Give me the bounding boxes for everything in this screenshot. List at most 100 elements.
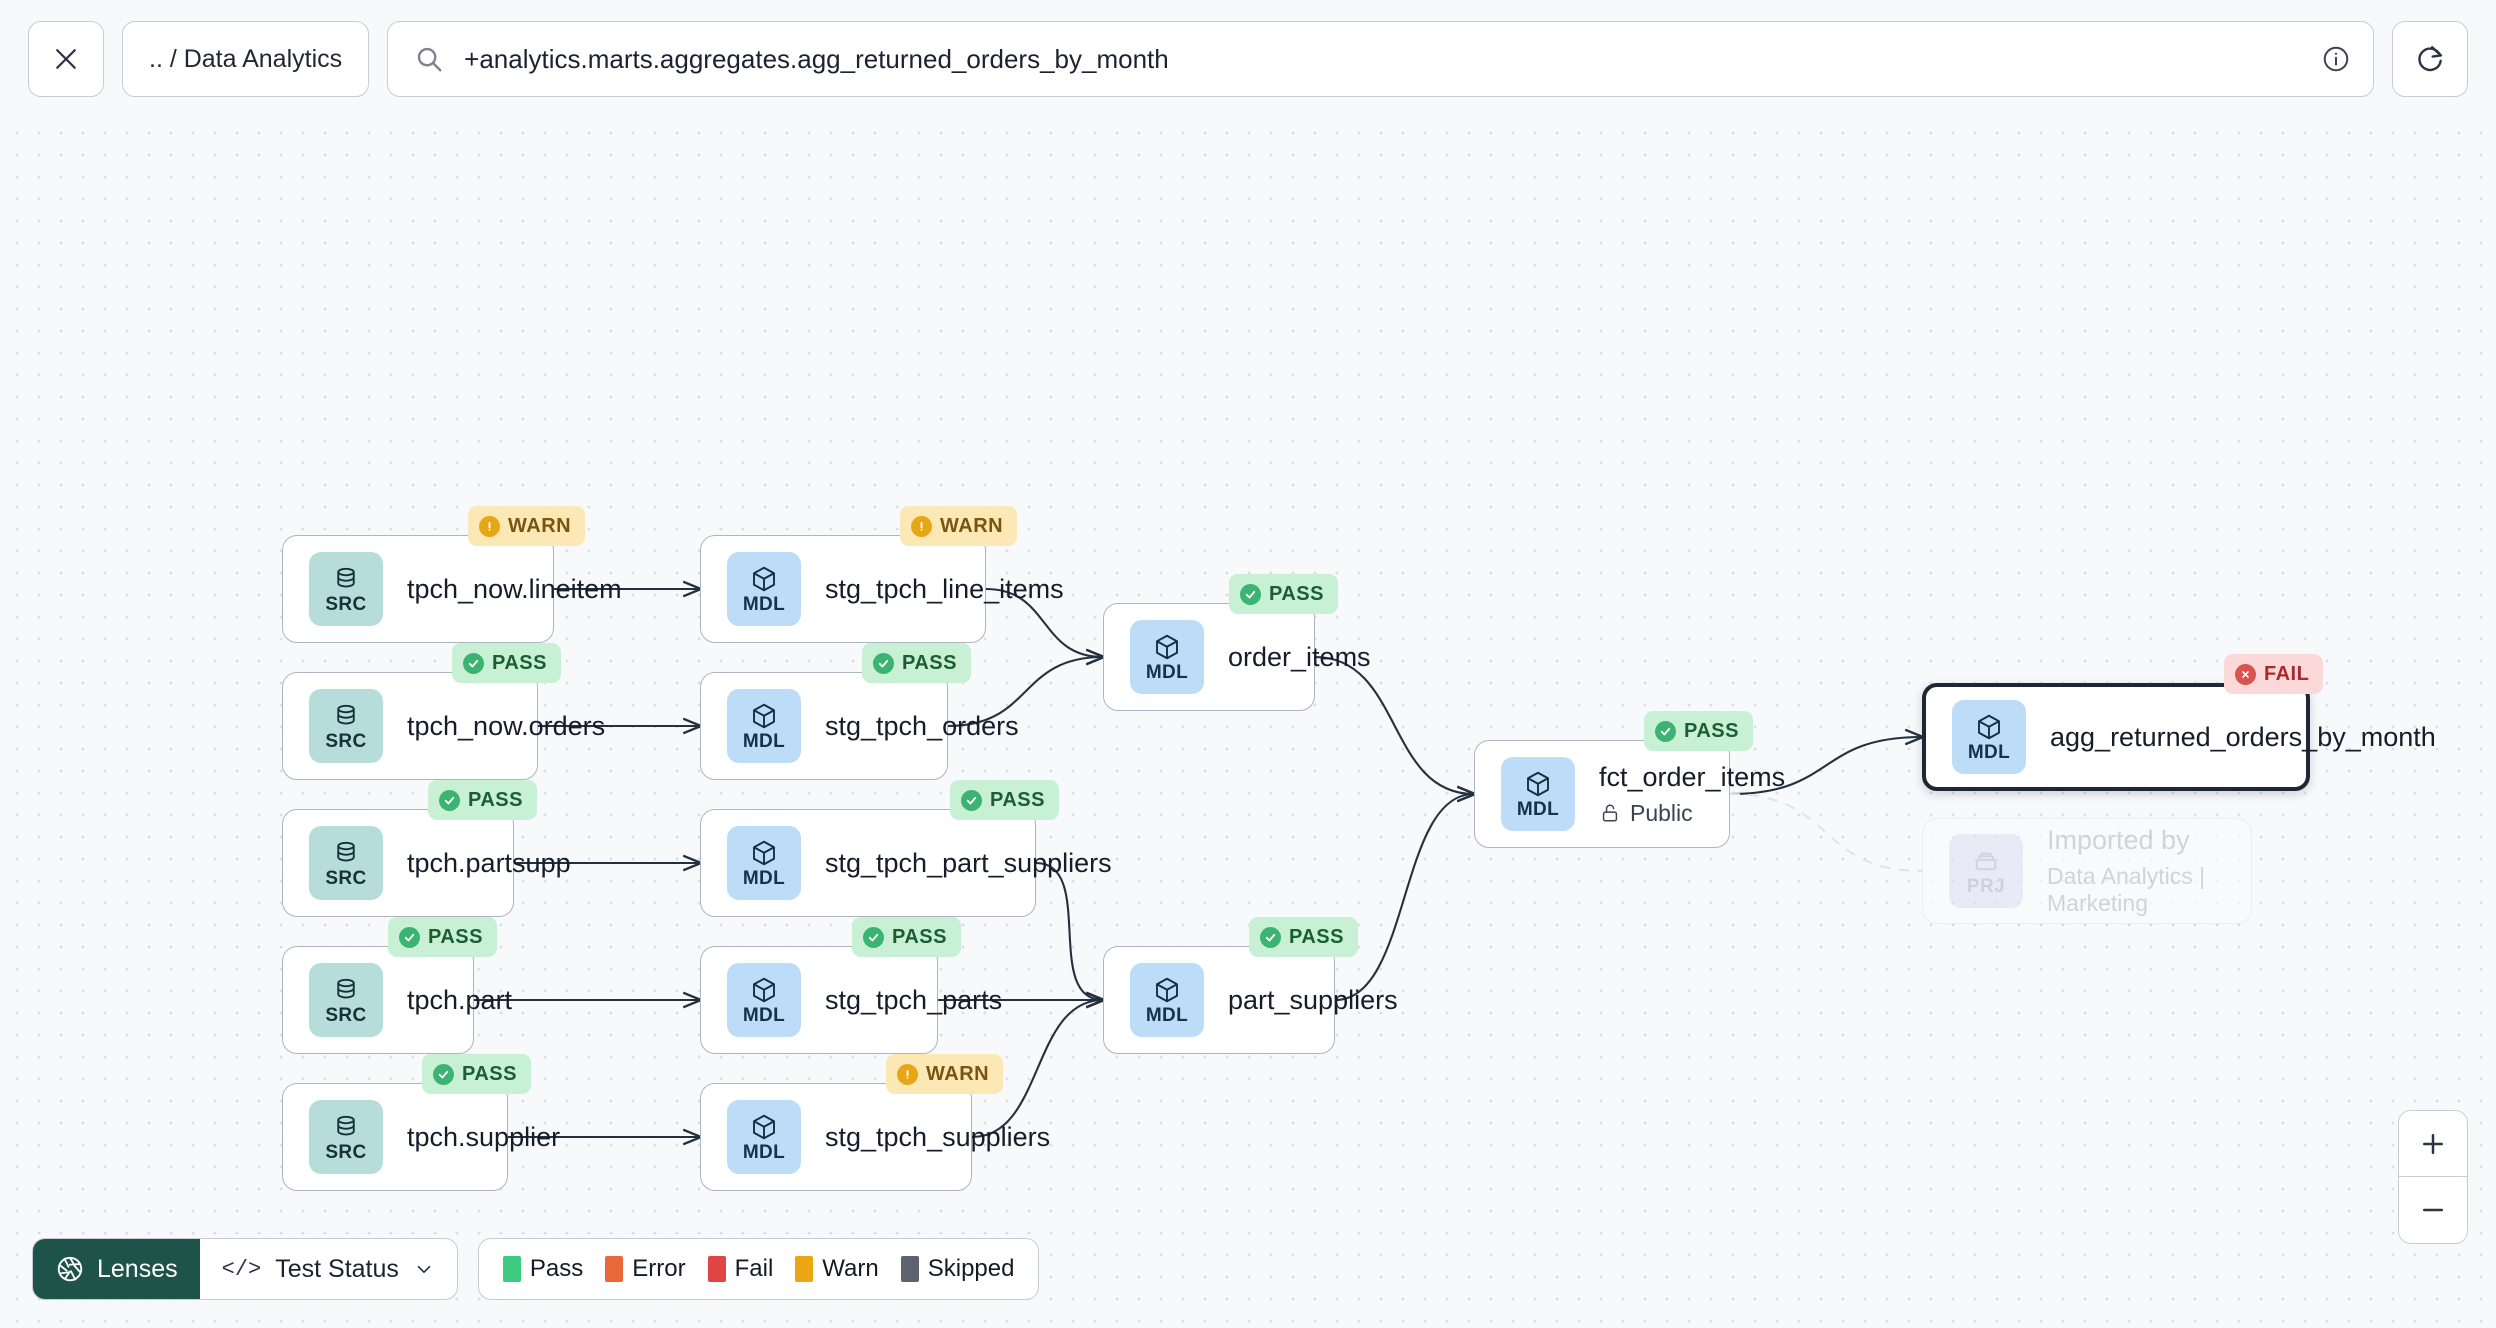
- status-badge-warn: WARN: [468, 506, 586, 546]
- status-badge-fail: FAIL: [2224, 654, 2324, 694]
- mdl-type-badge: MDL: [727, 1100, 801, 1174]
- mdl-icon: [1523, 769, 1553, 799]
- lenses-button[interactable]: Lenses: [33, 1239, 200, 1299]
- status-dot: [961, 789, 982, 811]
- node-title: fct_order_items: [1599, 761, 1786, 792]
- mdl-type-badge: MDL: [1501, 757, 1575, 831]
- status-badge-pass: PASS: [1229, 574, 1338, 614]
- lenses-group: Lenses </> Test Status: [32, 1238, 458, 1300]
- status-dot: [439, 789, 460, 811]
- prj-type-badge: PRJ: [1949, 834, 2023, 908]
- mdl-icon: [749, 975, 779, 1005]
- src-icon: [331, 564, 361, 594]
- src-icon: [331, 1112, 361, 1142]
- mdl-icon: [749, 564, 779, 594]
- status-dot: [911, 515, 932, 537]
- legend-label: Pass: [529, 1255, 584, 1282]
- node-title: tpch_now.lineitem: [407, 573, 622, 604]
- legend-item-error[interactable]: Error: [605, 1255, 686, 1283]
- legend-item-fail[interactable]: Fail: [707, 1255, 773, 1283]
- status-dot: [479, 515, 500, 537]
- close-button[interactable]: [28, 21, 104, 97]
- status-label: PASS: [492, 651, 547, 674]
- legend-item-skipped[interactable]: Skipped: [900, 1255, 1015, 1283]
- legend-item-warn[interactable]: Warn: [795, 1255, 879, 1283]
- node-title: agg_returned_orders_by_month: [2050, 721, 2436, 752]
- edge-stg_tpch_line_items-to-order_items: [985, 587, 1103, 657]
- status-badge-pass: PASS: [852, 917, 961, 957]
- src-type-badge: SRC: [309, 552, 383, 626]
- lineage-node-tpch_now_lineitem[interactable]: SRC tpch_now.lineitem: [282, 535, 622, 643]
- test-status-dropdown[interactable]: </> Test Status: [200, 1239, 457, 1299]
- mdl-icon: [1152, 975, 1182, 1005]
- edge-stg_tpch_suppliers-to-part_suppliers: [971, 1000, 1103, 1139]
- status-dot: [873, 652, 894, 674]
- mdl-type-badge: MDL: [727, 552, 801, 626]
- test-status-label: Test Status: [275, 1254, 399, 1283]
- legend-label: Skipped: [927, 1255, 1015, 1282]
- zoom-out-button[interactable]: [2399, 1177, 2467, 1243]
- refresh-icon: [2414, 43, 2446, 75]
- aperture-icon: [55, 1254, 85, 1284]
- status-badge-pass: PASS: [452, 643, 561, 683]
- bottom-toolbar: Lenses </> Test Status Pass Error Fail Warn…: [32, 1238, 1040, 1300]
- edge-stg_tpch_part_suppliers-to-part_suppliers: [1035, 861, 1103, 1000]
- mdl-icon: [1974, 712, 2004, 742]
- mdl-type-badge: MDL: [1130, 620, 1204, 694]
- refresh-button[interactable]: [2392, 21, 2468, 97]
- legend-item-pass[interactable]: Pass: [502, 1255, 584, 1283]
- search-bar[interactable]: +analytics.marts.aggregates.agg_returned…: [387, 21, 2374, 97]
- status-badge-pass: PASS: [1644, 711, 1753, 751]
- search-input[interactable]: +analytics.marts.aggregates.agg_returned…: [464, 43, 1169, 74]
- status-badge-pass: PASS: [1249, 917, 1358, 957]
- src-type-badge: SRC: [309, 826, 383, 900]
- lineage-node-order_items[interactable]: MDL order_items: [1103, 603, 1371, 711]
- mdl-type-badge: MDL: [727, 689, 801, 763]
- mdl-type-badge: MDL: [1130, 963, 1204, 1037]
- edge-fct_order_items-to-imported_by_prj: [1729, 793, 1923, 872]
- node-title: tpch.partsupp: [407, 847, 571, 878]
- lineage-edges: [474, 118, 2496, 1328]
- legend-swatch: [795, 1256, 814, 1282]
- src-type-badge: SRC: [309, 1100, 383, 1174]
- status-badge-pass: PASS: [422, 1054, 531, 1094]
- status-dot: [863, 926, 884, 948]
- edge-order_items-to-fct_order_items: [1314, 655, 1474, 794]
- search-icon: [414, 44, 444, 74]
- top-toolbar: .. / Data Analytics +analytics.marts.agg…: [0, 0, 2496, 118]
- edge-stg_tpch_orders-to-order_items: [947, 657, 1103, 728]
- status-label: PASS: [892, 925, 947, 948]
- zoom-in-button[interactable]: [2399, 1111, 2467, 1177]
- status-label: PASS: [428, 925, 483, 948]
- legend-swatch: [900, 1256, 919, 1282]
- legend-swatch: [707, 1256, 726, 1282]
- legend-swatch: [502, 1256, 521, 1282]
- minus-icon: [2418, 1195, 2448, 1225]
- status-badge-pass: PASS: [862, 643, 971, 683]
- status-dot: [1655, 720, 1676, 742]
- node-title: order_items: [1228, 641, 1371, 672]
- status-label: PASS: [1289, 925, 1344, 948]
- status-dot: [1260, 926, 1281, 948]
- info-icon[interactable]: [2321, 44, 2351, 74]
- legend-swatch: [605, 1256, 624, 1282]
- status-label: PASS: [1684, 719, 1739, 742]
- breadcrumb[interactable]: .. / Data Analytics: [122, 21, 370, 97]
- lineage-node-tpch_partsupp[interactable]: SRC tpch.partsupp: [282, 809, 571, 917]
- status-label: WARN: [940, 514, 1004, 537]
- legend-label: Warn: [822, 1255, 879, 1282]
- mdl-type-badge: MDL: [727, 826, 801, 900]
